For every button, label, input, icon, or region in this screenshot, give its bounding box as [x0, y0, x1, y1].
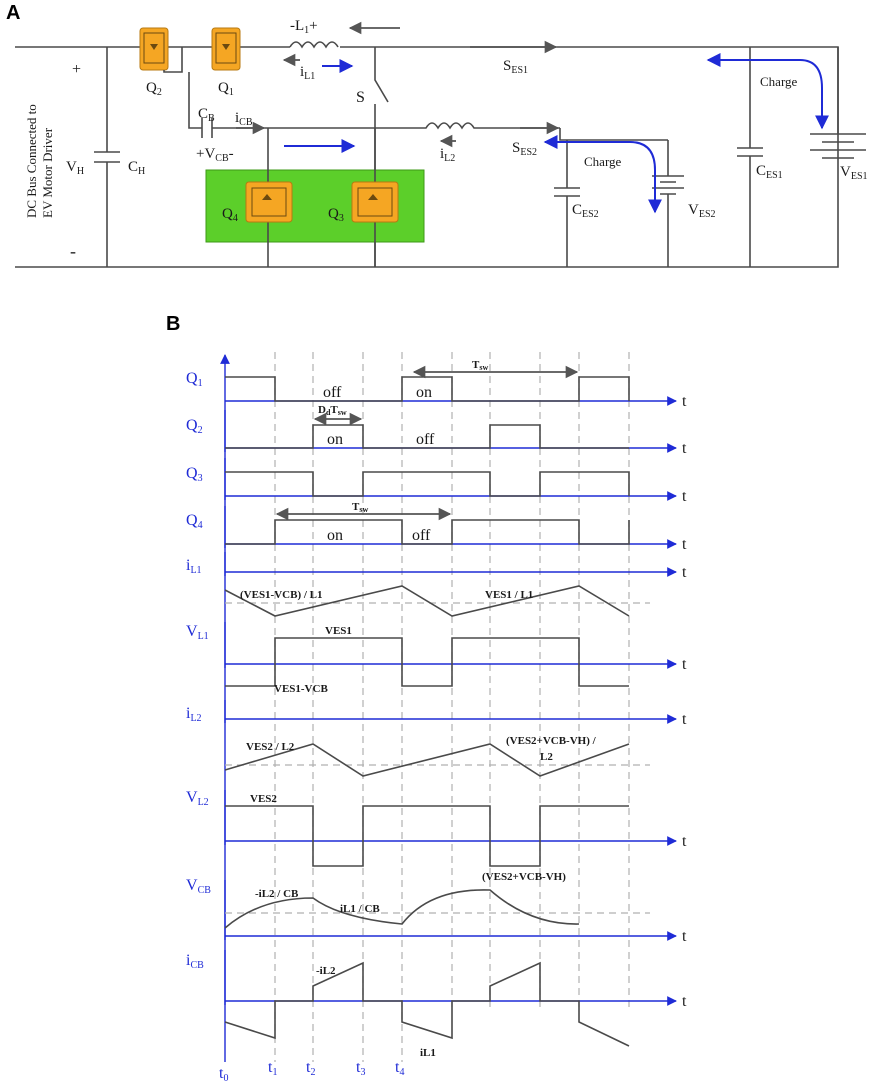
- q3-waveform: [225, 471, 630, 497]
- vl2-waveform: [225, 805, 629, 867]
- il2-right-text-1: (VES2+VCB-VH) /: [506, 735, 597, 747]
- vh-label: VH: [66, 159, 84, 177]
- il2-right-text-2: L2: [540, 751, 553, 763]
- row-label-q2: Q2: [186, 417, 203, 436]
- vl1-waveform: [225, 637, 629, 687]
- vcb-left-text: -iL2 / CB: [255, 888, 299, 900]
- t-label-icb: t: [682, 993, 687, 1010]
- t-label-q4: t: [682, 536, 687, 553]
- time-label-t4: t4: [395, 1059, 404, 1078]
- charge-label-2: Charge: [584, 154, 622, 169]
- row-label-q4: Q4: [186, 512, 203, 531]
- q4-waveform: [225, 519, 630, 545]
- vl2-high-text: VES2: [250, 793, 277, 805]
- panel-b-label: B: [166, 313, 180, 335]
- icb-up-text: -iL2: [316, 965, 336, 977]
- panel-a-circuit: A DC Bus Connected to EV Motor Driver + …: [6, 2, 868, 268]
- vl1-high-text: VES1: [325, 625, 352, 637]
- q2-waveform: [225, 424, 629, 449]
- time-labels: t0 t1 t2 t3 t4: [219, 1059, 404, 1081]
- row-labels: Q1 Q2 Q3 Q4 iL1 VL1 iL2 VL2 VCB iCB: [186, 370, 211, 971]
- waveform-axes: [220, 354, 677, 1062]
- switch-q2: Q2: [139, 27, 183, 98]
- time-label-t2: t2: [306, 1059, 315, 1078]
- panel-b-waveforms: B Q1 Q2 Q3 Q4 iL1 VL1: [166, 313, 687, 1081]
- cb-label: CB: [198, 106, 215, 124]
- vl1-low-text: VES1-VCB: [274, 683, 328, 695]
- q1-label: Q1: [218, 80, 234, 98]
- q4-label: Q4: [222, 206, 238, 224]
- time-label-t1: t1: [268, 1059, 277, 1078]
- l1-label: -L1+: [290, 18, 318, 36]
- vcb-label: +VCB-: [196, 146, 234, 164]
- q1-off-text: off: [323, 384, 342, 401]
- t-label-vl2: t: [682, 833, 687, 850]
- switch-q4: Q4: [222, 181, 293, 224]
- ses2-label: SES2: [512, 140, 537, 158]
- time-label-t3: t3: [356, 1059, 365, 1078]
- t-label-q3: t: [682, 488, 687, 505]
- minus-sign: -: [70, 241, 76, 261]
- tsw-label-top: Tsw: [472, 359, 488, 372]
- q3-label: Q3: [328, 206, 344, 224]
- vl2-low-text: (VES2+VCB-VH): [482, 871, 566, 883]
- t-label-q1: t: [682, 393, 687, 410]
- icb-waveform: [224, 961, 630, 1047]
- il1-right-text: VES1 / L1: [485, 589, 533, 601]
- row-label-icb: iCB: [186, 952, 204, 971]
- switch-q3: Q3: [328, 181, 399, 224]
- row-label-vl1: VL1: [186, 623, 209, 642]
- il1-waveform: [224, 585, 630, 617]
- t-label-il2: t: [682, 711, 687, 728]
- row-label-q1: Q1: [186, 370, 203, 389]
- row-label-il2: iL2: [186, 705, 202, 724]
- row-label-vl2: VL2: [186, 789, 209, 808]
- q1-on-text: on: [416, 384, 432, 401]
- ddtsw-label: DdTsw: [318, 404, 347, 417]
- il2-left-text: VES2 / L2: [246, 741, 295, 753]
- t-label-il1: t: [682, 564, 687, 581]
- t-label-vcb: t: [682, 928, 687, 945]
- ves2-label: VES2: [688, 202, 716, 220]
- tsw-label-q4: Tsw: [352, 501, 368, 514]
- q4-off-text: off: [412, 527, 431, 544]
- row-label-il1: iL1: [186, 557, 202, 576]
- plus-sign: +: [72, 61, 81, 78]
- vcb-waveform: [224, 889, 580, 929]
- q2-label: Q2: [146, 80, 162, 98]
- q2-off-text: off: [416, 431, 435, 448]
- row-label-vcb: VCB: [186, 877, 211, 896]
- switch-q1: Q1: [211, 27, 241, 98]
- il1-label: iL1: [300, 64, 315, 82]
- charge-label-1: Charge: [760, 74, 798, 89]
- t-label-vl1: t: [682, 656, 687, 673]
- t-label-q2: t: [682, 440, 687, 457]
- dc-bus-label-1: DC Bus Connected to: [24, 104, 39, 218]
- axis-t-labels: t t t t t t t t t t: [682, 393, 687, 1010]
- s-label: S: [356, 89, 365, 106]
- icb-down-text: iL1: [420, 1047, 436, 1059]
- time-markers: [274, 352, 630, 1062]
- icb-label: iCB: [235, 110, 253, 128]
- q2-on-text: on: [327, 431, 343, 448]
- il1-left-text: (VES1-VCB) / L1: [240, 589, 323, 601]
- ces2-label: CES2: [572, 202, 599, 220]
- il2-label: iL2: [440, 146, 455, 164]
- ses1-label: SES1: [503, 58, 528, 76]
- ces1-label: CES1: [756, 163, 783, 181]
- ves1-label: VES1: [840, 164, 868, 182]
- vcb-mid-text: iL1 / CB: [340, 903, 380, 915]
- ch-label: CH: [128, 159, 145, 177]
- q4-on-text: on: [327, 527, 343, 544]
- time-label-t0: t0: [219, 1065, 228, 1081]
- il2-waveform: [224, 743, 630, 777]
- dc-bus-label-2: EV Motor Driver: [40, 127, 55, 218]
- panel-a-label: A: [6, 2, 20, 24]
- row-label-q3: Q3: [186, 465, 203, 484]
